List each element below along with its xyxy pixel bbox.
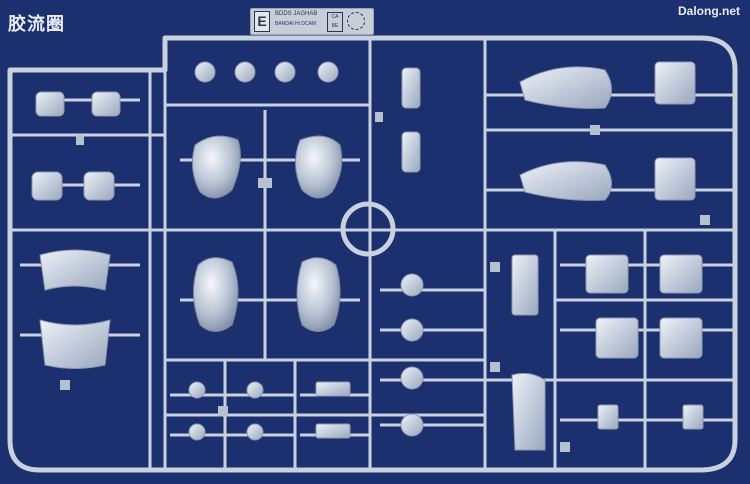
parts-brackets bbox=[31, 91, 121, 369]
parts-blocks bbox=[315, 254, 704, 451]
runner-tag-badge: CA BE bbox=[327, 12, 343, 32]
parts-canopies bbox=[401, 61, 696, 201]
watermark-right: Dalong.net bbox=[678, 4, 740, 18]
sprue-tabs bbox=[60, 112, 710, 452]
runner-frame bbox=[7, 35, 738, 473]
runner-tag-line2: BANDAI HI DCAM bbox=[275, 21, 317, 27]
parts-domes bbox=[188, 61, 424, 441]
center-ring bbox=[340, 201, 396, 257]
parts-shields bbox=[191, 135, 343, 332]
sun-logo-icon bbox=[347, 12, 365, 30]
runner-tag-line1: BDDS JAGHAB bbox=[275, 11, 318, 17]
runner-letter: E bbox=[254, 11, 270, 32]
runner-tag: E BDDS JAGHAB BANDAI HI DCAM CA BE bbox=[250, 8, 374, 35]
watermark-left: 胶流圈 bbox=[8, 14, 65, 35]
